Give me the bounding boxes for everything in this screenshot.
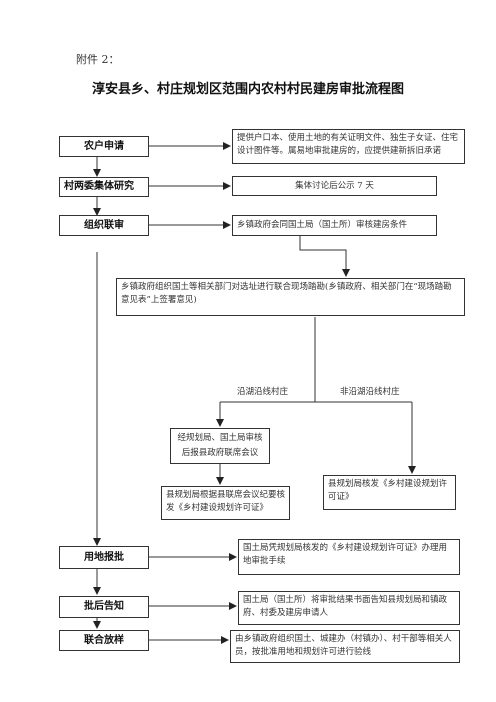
step-survey-note: 乡镇政府组织国土等相关部门对选址进行联合现场踏勘(乡镇政府、相关部门在“现场踏勘…: [116, 278, 465, 316]
step-land-label: 用地报批: [59, 546, 149, 569]
step-notice-note: 国土局（国土所）将审批结果书面告知县规划局和镇政府、村委及建房申请人: [238, 591, 460, 625]
branch-lakeside-label: 沿湖沿线村庄: [237, 387, 289, 397]
page-title: 淳安县乡、村庄规划区范围内农村村民建房审批流程图: [91, 82, 404, 97]
step-joint-note: 由乡镇政府组织国土、城建办（村镇办）、村干部等相关人员，按批准用地和规划许可进行…: [230, 630, 460, 663]
step-apply-note: 提供户口本、使用土地的有关证明文件、独生子女证、住宅设计图件等。属易地审批建房的…: [232, 129, 465, 164]
branch-non-lakeside-label: 非沿湖沿线村庄: [340, 387, 400, 397]
step-land-note: 国土局凭规划局核发的《乡村建设规划许可证》办理用地审批手续: [238, 539, 460, 575]
step-issue-right-note: 县规划局核发《乡村建设规划许可证》: [323, 475, 456, 510]
step-review-note: 经规划局、国土局审核后报县政府联席会议: [170, 428, 270, 464]
step-organize-note: 乡镇政府会同国土局（国土所）审核建房条件: [232, 215, 437, 236]
step-organize-label: 组织联审: [59, 215, 149, 236]
step-village-note: 集体讨论后公示 7 天: [232, 176, 437, 196]
step-joint-label: 联合放样: [59, 630, 149, 651]
step-notice-label: 批后告知: [59, 596, 149, 618]
step-issue-left-note: 县规划局根据县联席会议纪要核发《乡村建设规划许可证》: [161, 486, 290, 520]
connector-organize-survey: [299, 236, 350, 277]
step-village-label: 村两委集体研究: [59, 177, 149, 197]
step-apply-label: 农户申请: [59, 136, 149, 157]
attachment-label: 附件 2：: [76, 53, 120, 66]
